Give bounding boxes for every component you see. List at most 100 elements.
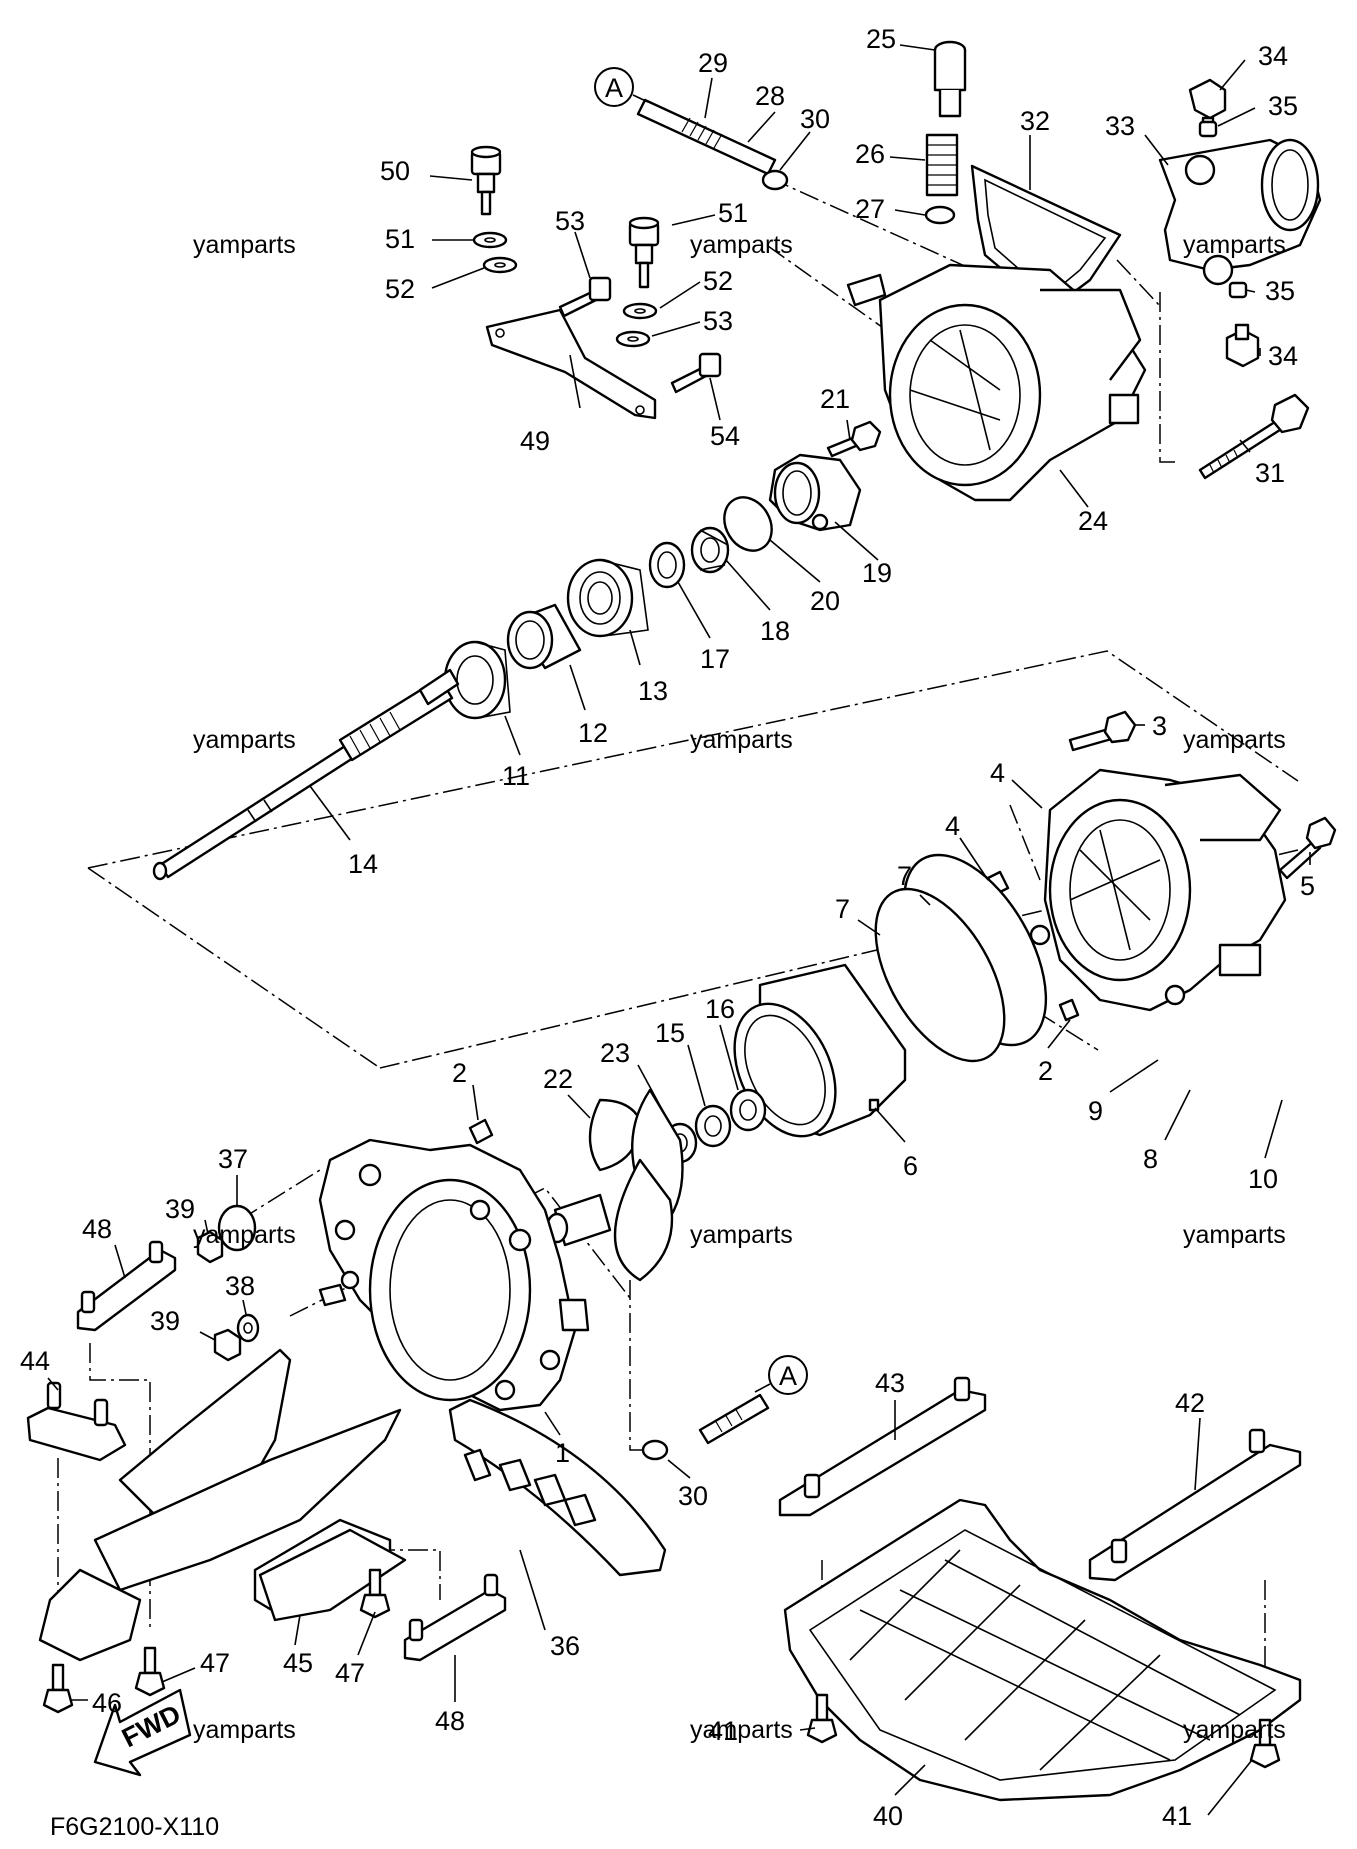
part-38-washer bbox=[236, 1313, 260, 1343]
callout-4: 4 bbox=[945, 811, 960, 841]
callout-51: 50 bbox=[380, 156, 410, 186]
callout-34: 34 bbox=[1258, 41, 1288, 71]
callout-35: 35 bbox=[1265, 276, 1295, 306]
part-13-bearing bbox=[566, 558, 649, 638]
watermark: yamparts bbox=[193, 726, 296, 754]
part-2-dowel-center bbox=[468, 1118, 494, 1145]
callout-33: 33 bbox=[1105, 111, 1135, 141]
part-20-oring bbox=[723, 496, 773, 552]
callout-47: 47 bbox=[335, 1658, 365, 1688]
callout-4: 4 bbox=[990, 758, 1005, 788]
part-39-nut-lower bbox=[213, 1328, 242, 1362]
part-54-bolts bbox=[558, 276, 722, 394]
callout-51: 51 bbox=[718, 198, 748, 228]
callout-11: 11 bbox=[502, 761, 530, 791]
part-18-collar bbox=[690, 526, 730, 574]
callout-38: 38 bbox=[225, 1271, 255, 1301]
part-41-bolt-right bbox=[1249, 1718, 1281, 1769]
watermark: yamparts bbox=[690, 1716, 793, 1744]
watermark: yamparts bbox=[1183, 231, 1286, 259]
callout-42: 42 bbox=[1175, 1388, 1205, 1418]
part-a-cable-lower bbox=[698, 1393, 770, 1445]
callout-36: 36 bbox=[550, 1631, 580, 1661]
part-43-bracket bbox=[778, 1376, 987, 1517]
parts: FWD bbox=[26, 40, 1337, 1802]
part-14-drive-shaft bbox=[152, 668, 460, 881]
part-51-bolt-left bbox=[470, 145, 502, 216]
callout-9: 9 bbox=[1088, 1096, 1103, 1126]
watermark: yamparts bbox=[690, 1221, 793, 1249]
part-39-nut-upper bbox=[196, 1230, 224, 1264]
part-3-bolt bbox=[1068, 710, 1137, 752]
callout-54: 53 bbox=[555, 206, 585, 236]
callout-49: 48 bbox=[82, 1214, 112, 1244]
callout-54: 54 bbox=[710, 421, 740, 451]
part-21-bolt bbox=[826, 420, 882, 458]
callout-40: 40 bbox=[873, 1801, 903, 1831]
part-44-bracket bbox=[26, 1381, 127, 1462]
callout-50: 49 bbox=[520, 426, 550, 456]
callout-52: 52 bbox=[703, 266, 733, 296]
callout-47: 47 bbox=[200, 1648, 230, 1678]
callout-41: 41 bbox=[708, 1716, 738, 1746]
callout-7: 7 bbox=[835, 894, 850, 924]
callout-27: 27 bbox=[855, 194, 885, 224]
callout-25: 25 bbox=[866, 24, 896, 54]
part-31-long-bolt bbox=[1198, 393, 1310, 480]
callout-45: 45 bbox=[283, 1648, 313, 1678]
part-49-bracket bbox=[76, 1240, 177, 1332]
callout-53: 52 bbox=[385, 274, 415, 304]
callout-numbers: 50 51 52 53 49 51 52 53 54 29 28 30 25 2… bbox=[20, 24, 1315, 1831]
watermarks: yamparts yamparts yamparts yamparts yamp… bbox=[193, 231, 1286, 1744]
callout-15: 15 bbox=[655, 1018, 685, 1048]
svg-text:A: A bbox=[605, 73, 623, 103]
part-30-clip-lower bbox=[641, 1439, 669, 1461]
callout-leaders bbox=[47, 44, 1311, 1816]
part-27-clamp bbox=[924, 205, 956, 225]
callout-8: 8 bbox=[1143, 1144, 1158, 1174]
callout-23: 23 bbox=[600, 1038, 630, 1068]
watermark: yamparts bbox=[1183, 726, 1286, 754]
part-35-collars bbox=[1198, 120, 1248, 299]
watermark: yamparts bbox=[1183, 1716, 1286, 1744]
part-42-bracket bbox=[1088, 1428, 1302, 1582]
callout-52: 51 bbox=[385, 224, 415, 254]
part-11-bearing bbox=[443, 640, 511, 720]
callout-46: 46 bbox=[92, 1688, 122, 1718]
callout-12: 12 bbox=[578, 718, 608, 748]
watermark: yamparts bbox=[193, 1716, 296, 1744]
part-25-fitting bbox=[933, 40, 967, 118]
callout-16: 16 bbox=[705, 994, 735, 1024]
watermark: yamparts bbox=[690, 726, 793, 754]
callout-5: 5 bbox=[1300, 871, 1315, 901]
callout-3: 3 bbox=[1152, 711, 1167, 741]
part-51-bolt-right bbox=[628, 216, 660, 289]
part-12-sleeve bbox=[506, 603, 582, 670]
part-30-clip-top bbox=[761, 169, 789, 191]
part-24-nozzle-housing bbox=[846, 263, 1147, 502]
callout-41: 41 bbox=[1162, 1801, 1192, 1831]
callout-29: 29 bbox=[698, 48, 728, 78]
callout-28: 28 bbox=[755, 81, 785, 111]
callout-22: 22 bbox=[543, 1064, 573, 1094]
callout-26: 26 bbox=[855, 139, 885, 169]
callout-10: 10 bbox=[1248, 1164, 1278, 1194]
callout-37: 37 bbox=[218, 1144, 248, 1174]
part-1-pump-housing bbox=[318, 1138, 590, 1412]
part-26-nipple bbox=[925, 133, 959, 197]
callout-18: 18 bbox=[760, 616, 790, 646]
watermark: yamparts bbox=[1183, 1221, 1286, 1249]
part-48-bracket bbox=[403, 1573, 507, 1662]
part-17-seal bbox=[648, 541, 686, 589]
watermark: yamparts bbox=[690, 231, 793, 259]
part-16-spacer bbox=[729, 1088, 767, 1132]
part-4-impeller-housing bbox=[1029, 768, 1287, 1012]
callout-44: 44 bbox=[20, 1346, 50, 1376]
part-45-ride-plate bbox=[258, 1528, 407, 1622]
callout-31: 31 bbox=[1255, 458, 1285, 488]
ref-marker-a-bottom: A bbox=[754, 1355, 808, 1395]
callout-1: 1 bbox=[555, 1438, 570, 1468]
callout-24: 24 bbox=[1078, 506, 1108, 536]
callout-19: 19 bbox=[862, 558, 892, 588]
